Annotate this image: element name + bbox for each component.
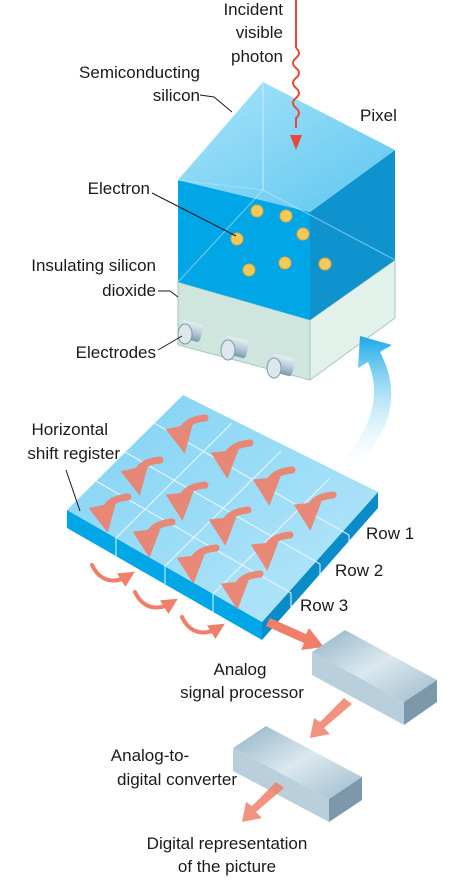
electrons (230, 204, 332, 277)
electron-dot (318, 257, 332, 271)
label-incident-1: Incident (223, 0, 283, 19)
electron-dot (230, 232, 244, 246)
shift-register-grid (67, 395, 378, 640)
label-hsr-2: shift register (27, 444, 120, 463)
label-row-1: Row 1 (366, 524, 414, 543)
electron-dot (250, 204, 264, 218)
arrow-to-digital (242, 782, 284, 822)
label-insulating-1: Insulating silicon (31, 256, 156, 275)
label-row-3: Row 3 (300, 596, 348, 615)
electron-dot (242, 263, 256, 277)
label-electrodes: Electrodes (76, 343, 156, 362)
cube-side-face (310, 150, 395, 320)
label-row-2: Row 2 (335, 561, 383, 580)
cube-front-face (178, 180, 310, 320)
electron-dot (296, 227, 310, 241)
electrodes (177, 320, 296, 379)
transfer-arrow (335, 336, 392, 470)
label-semiconducting-1: Semiconducting (79, 63, 200, 82)
label-adc-1: Analog-to- (111, 746, 189, 765)
arrow-to-converter (310, 698, 352, 738)
labels: Incident visible photon Semiconducting s… (27, 0, 414, 876)
label-asp-2: signal processor (180, 683, 304, 702)
label-asp-1: Analog (214, 660, 267, 679)
label-digital-2: of the picture (178, 857, 276, 876)
label-pixel: Pixel (360, 106, 397, 125)
analog-signal-processor-box (312, 630, 437, 725)
cube-top-face (178, 82, 395, 212)
leader-lines (65, 94, 237, 512)
adc-box (233, 726, 362, 822)
arrow-to-processor (266, 618, 324, 650)
electron-dot (278, 256, 292, 270)
label-insulating-2: dioxide (102, 281, 156, 300)
pixel-cube (177, 82, 396, 381)
label-electron: Electron (88, 179, 150, 198)
label-semiconducting-2: silicon (153, 86, 200, 105)
label-incident-3: photon (231, 47, 283, 66)
photon-arrow (290, 0, 302, 150)
label-digital-1: Digital representation (147, 834, 308, 853)
label-adc-2: digital converter (117, 770, 237, 789)
electron-dot (279, 209, 293, 223)
label-hsr-1: Horizontal (31, 420, 108, 439)
label-incident-2: visible (236, 23, 283, 42)
